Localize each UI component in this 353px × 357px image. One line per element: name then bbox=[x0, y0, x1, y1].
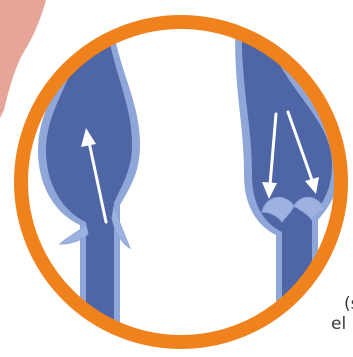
caption-line-2: el bbox=[331, 314, 353, 334]
caption-line-1: (s bbox=[344, 294, 353, 314]
